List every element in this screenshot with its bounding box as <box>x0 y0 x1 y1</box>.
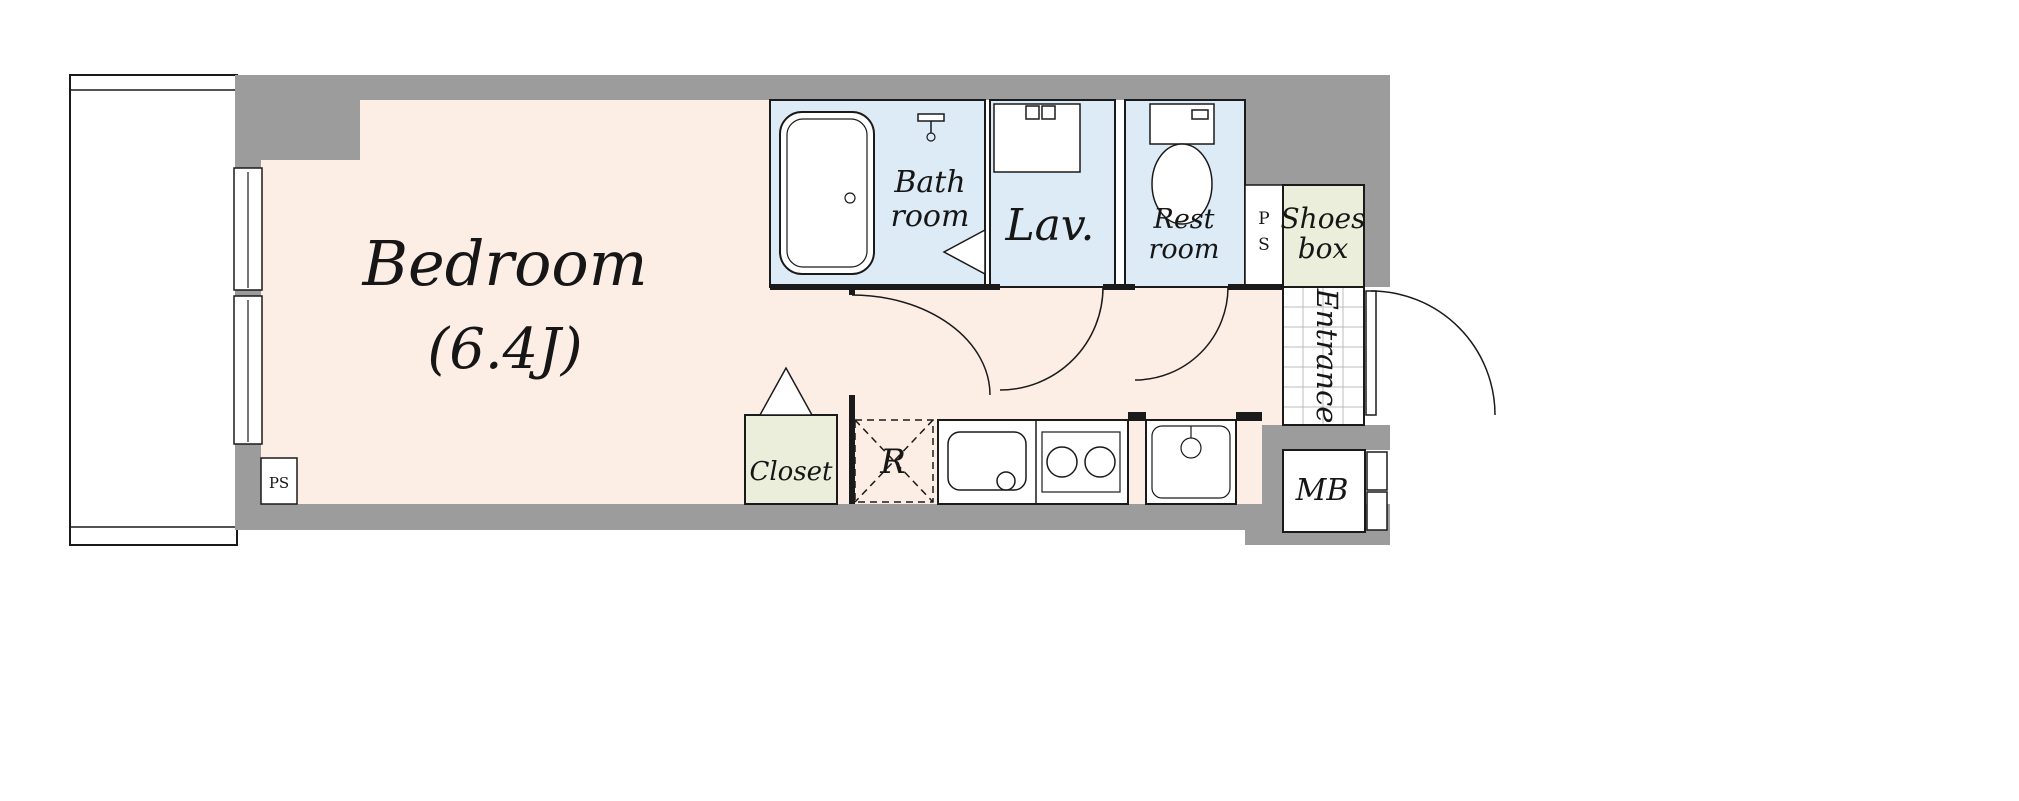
wall-below-entrance <box>1283 425 1390 450</box>
shoes-box-label-line2: box <box>1298 232 1349 265</box>
window-left-lower <box>233 295 263 445</box>
bedroom-pipe-space-label: PS <box>269 474 289 492</box>
wall-mb-left <box>1262 425 1283 545</box>
partition-bedroom-hall-upper <box>849 287 855 295</box>
pipe-space-column <box>1244 184 1284 288</box>
toilet-icon <box>1149 103 1215 225</box>
closet-door-fold-icon <box>758 366 814 416</box>
meter-box-door-upper <box>1366 451 1388 491</box>
bathroom-label-line2: room <box>891 199 970 234</box>
meter-box <box>1282 449 1388 533</box>
wall-top <box>235 75 1390 100</box>
bedroom-door-arc <box>851 294 991 396</box>
bedroom-pipe-space-box <box>260 457 298 505</box>
wall-top-right <box>1245 75 1390 185</box>
bedroom-floor <box>261 100 1283 504</box>
partition-kitchen-stub-2 <box>1236 412 1262 421</box>
kitchen-sink-icon <box>947 431 1027 491</box>
kitchen-counter <box>937 419 1129 505</box>
entrance-door-leaf <box>1365 290 1377 416</box>
meter-box-label: MB <box>1295 473 1349 508</box>
wall-bottom <box>235 504 1265 530</box>
shower-faucet-icon <box>917 113 945 142</box>
bedroom-label: Bedroom <box>361 227 647 300</box>
meter-box-door-lower <box>1366 491 1388 531</box>
partition-hall-top-3 <box>1228 284 1283 290</box>
entrance-tile-grid <box>1284 288 1363 424</box>
refrigerator-label: R <box>879 442 906 482</box>
washer-pan-icon <box>1145 419 1237 505</box>
partition-bedroom-hall-lower <box>849 395 855 504</box>
pipe-space-label-s: S <box>1258 235 1270 255</box>
lavatory-label: Lav. <box>1004 200 1094 251</box>
entrance-door-arc <box>1370 290 1496 416</box>
pipe-space-label-p: P <box>1258 209 1269 229</box>
stove-icon <box>1041 431 1121 493</box>
closet-floor <box>744 414 838 505</box>
entrance-floor <box>1282 286 1365 426</box>
wall-right <box>1364 185 1390 287</box>
entrance-door <box>1365 290 1496 416</box>
lavatory-door-arc <box>999 286 1104 391</box>
closet-label: Closet <box>749 457 833 487</box>
window-left-upper <box>233 167 263 291</box>
partition-kitchen-stub-1 <box>1128 412 1146 421</box>
shoes-box-label-line1: Shoes <box>1280 202 1365 235</box>
restroom-door-arc <box>1134 286 1229 381</box>
washstand-icon <box>993 103 1081 173</box>
restroom-label-line2: room <box>1148 234 1219 265</box>
entrance-label: Entrance <box>1310 288 1344 424</box>
bathroom-label-line1: Bath <box>893 165 965 200</box>
partition-hall-top-2 <box>1103 284 1135 290</box>
partition-hall-top-1 <box>770 284 1000 290</box>
refrigerator-space <box>854 419 934 503</box>
bathroom-door-icon <box>942 228 986 276</box>
partitions <box>770 284 1283 504</box>
walls <box>235 75 1390 545</box>
balcony-outline <box>69 74 238 546</box>
restroom-label-line1: Rest <box>1152 204 1214 235</box>
bathtub-icon <box>779 111 875 275</box>
bedroom-size-label: (6.4J) <box>427 317 582 382</box>
